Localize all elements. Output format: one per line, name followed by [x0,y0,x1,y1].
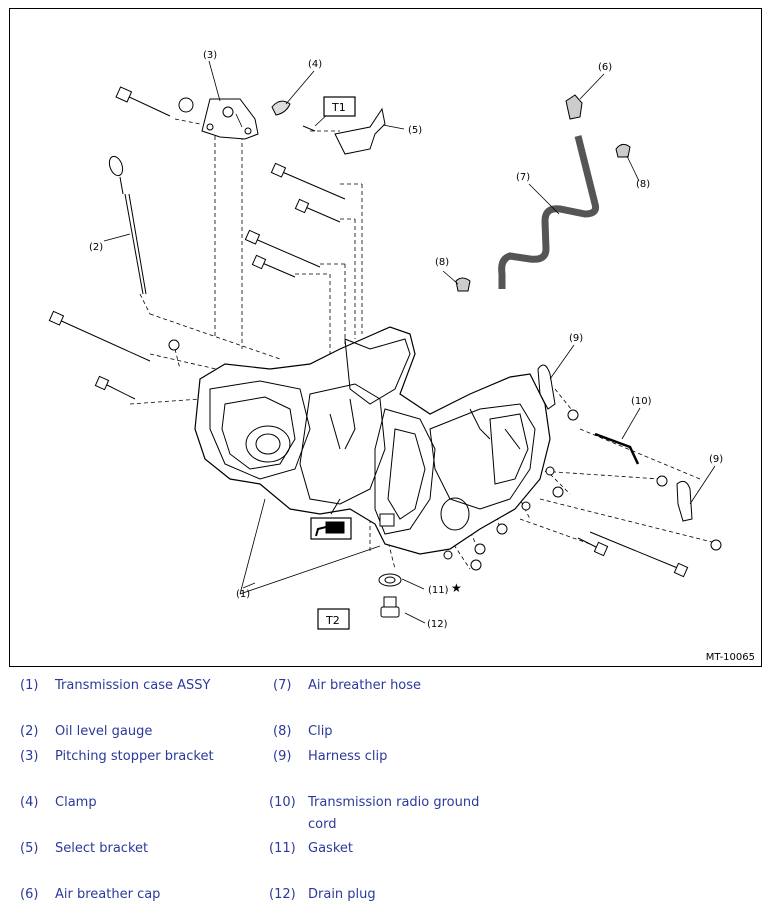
assembly-guide-lines [129,118,721,570]
legend-label: Clamp [55,795,97,810]
drain-plug [380,596,400,618]
harness-clip-upper [537,364,556,410]
parts-legend: (1) Transmission case ASSY (2) Oil level… [0,675,771,911]
legend-num: (2) [20,724,39,739]
legend-label: Select bracket [55,841,149,856]
clamp [271,100,291,116]
ground-cord [594,432,640,465]
callout-6: (6) [598,62,612,73]
sealant-symbol [310,498,352,540]
legend-num: (7) [273,678,292,693]
callout-3: (3) [203,50,217,61]
legend-label: Pitching stopper bracket [55,749,214,764]
legend-label: Transmission radio ground cord [308,795,480,832]
legend-label: Air breather cap [55,887,161,902]
pitching-stopper-bracket [201,98,259,140]
callout-12: (12) [427,619,448,630]
legend-num: (4) [20,795,39,810]
callout-4: (4) [308,59,322,70]
callout-5: (5) [408,125,422,136]
air-breather-cap [565,94,583,120]
torque-tag-t1-box [323,96,356,117]
callout-1: (1) [236,589,250,600]
nuts [168,97,722,571]
legend-label: Air breather hose [308,678,422,693]
exploded-view-figure: (3) (4) (5) (6) (7) (8) (8) (2) (9) (10)… [9,8,762,667]
callout-11: (11) [428,585,449,596]
bolts [48,86,689,578]
star-mark: ★ [451,581,462,595]
callout-7: (7) [516,172,530,183]
legend-num: (6) [20,887,39,902]
callout-2: (2) [89,242,103,253]
oil-level-gauge [108,155,147,295]
legend-label: Drain plug [308,887,376,902]
torque-tag-t2-box [317,608,350,630]
air-breather-hose [498,135,599,289]
legend-num: (1) [20,678,39,693]
legend-num: (5) [20,841,39,856]
callout-labels: (3) (4) (5) (6) (7) (8) (8) (2) (9) (10)… [89,50,723,630]
callout-8-lower: (8) [435,257,449,268]
select-bracket [334,107,386,155]
harness-clip-lower [676,480,693,522]
torque-tag-t2: T2 [325,614,340,627]
legend-label: Transmission case ASSY [55,678,211,693]
transmission-case-body [194,326,551,555]
legend-label: Gasket [308,841,353,856]
legend-label: Oil level gauge [55,724,153,739]
legend-num: (3) [20,749,39,764]
legend-label: Harness clip [308,749,388,764]
legend-num: (12) [269,887,296,902]
torque-tag-t1: T1 [331,101,346,114]
leader-lines [103,60,716,624]
legend-num: (11) [269,841,296,856]
clip-lower [455,277,471,292]
clip-upper [615,143,631,158]
legend-num: (10) [269,795,296,810]
legend-label: Clip [308,724,333,739]
gasket [378,573,402,587]
callout-10: (10) [631,396,652,407]
transmission-diagram: (3) (4) (5) (6) (7) (8) (8) (2) (9) (10)… [48,50,723,630]
legend-num: (8) [273,724,292,739]
callout-9-upper: (9) [569,333,583,344]
callout-9-lower: (9) [709,454,723,465]
legend-num: (9) [273,749,292,764]
callout-8-upper: (8) [636,179,650,190]
figure-reference-code: MT-10065 [705,652,755,663]
